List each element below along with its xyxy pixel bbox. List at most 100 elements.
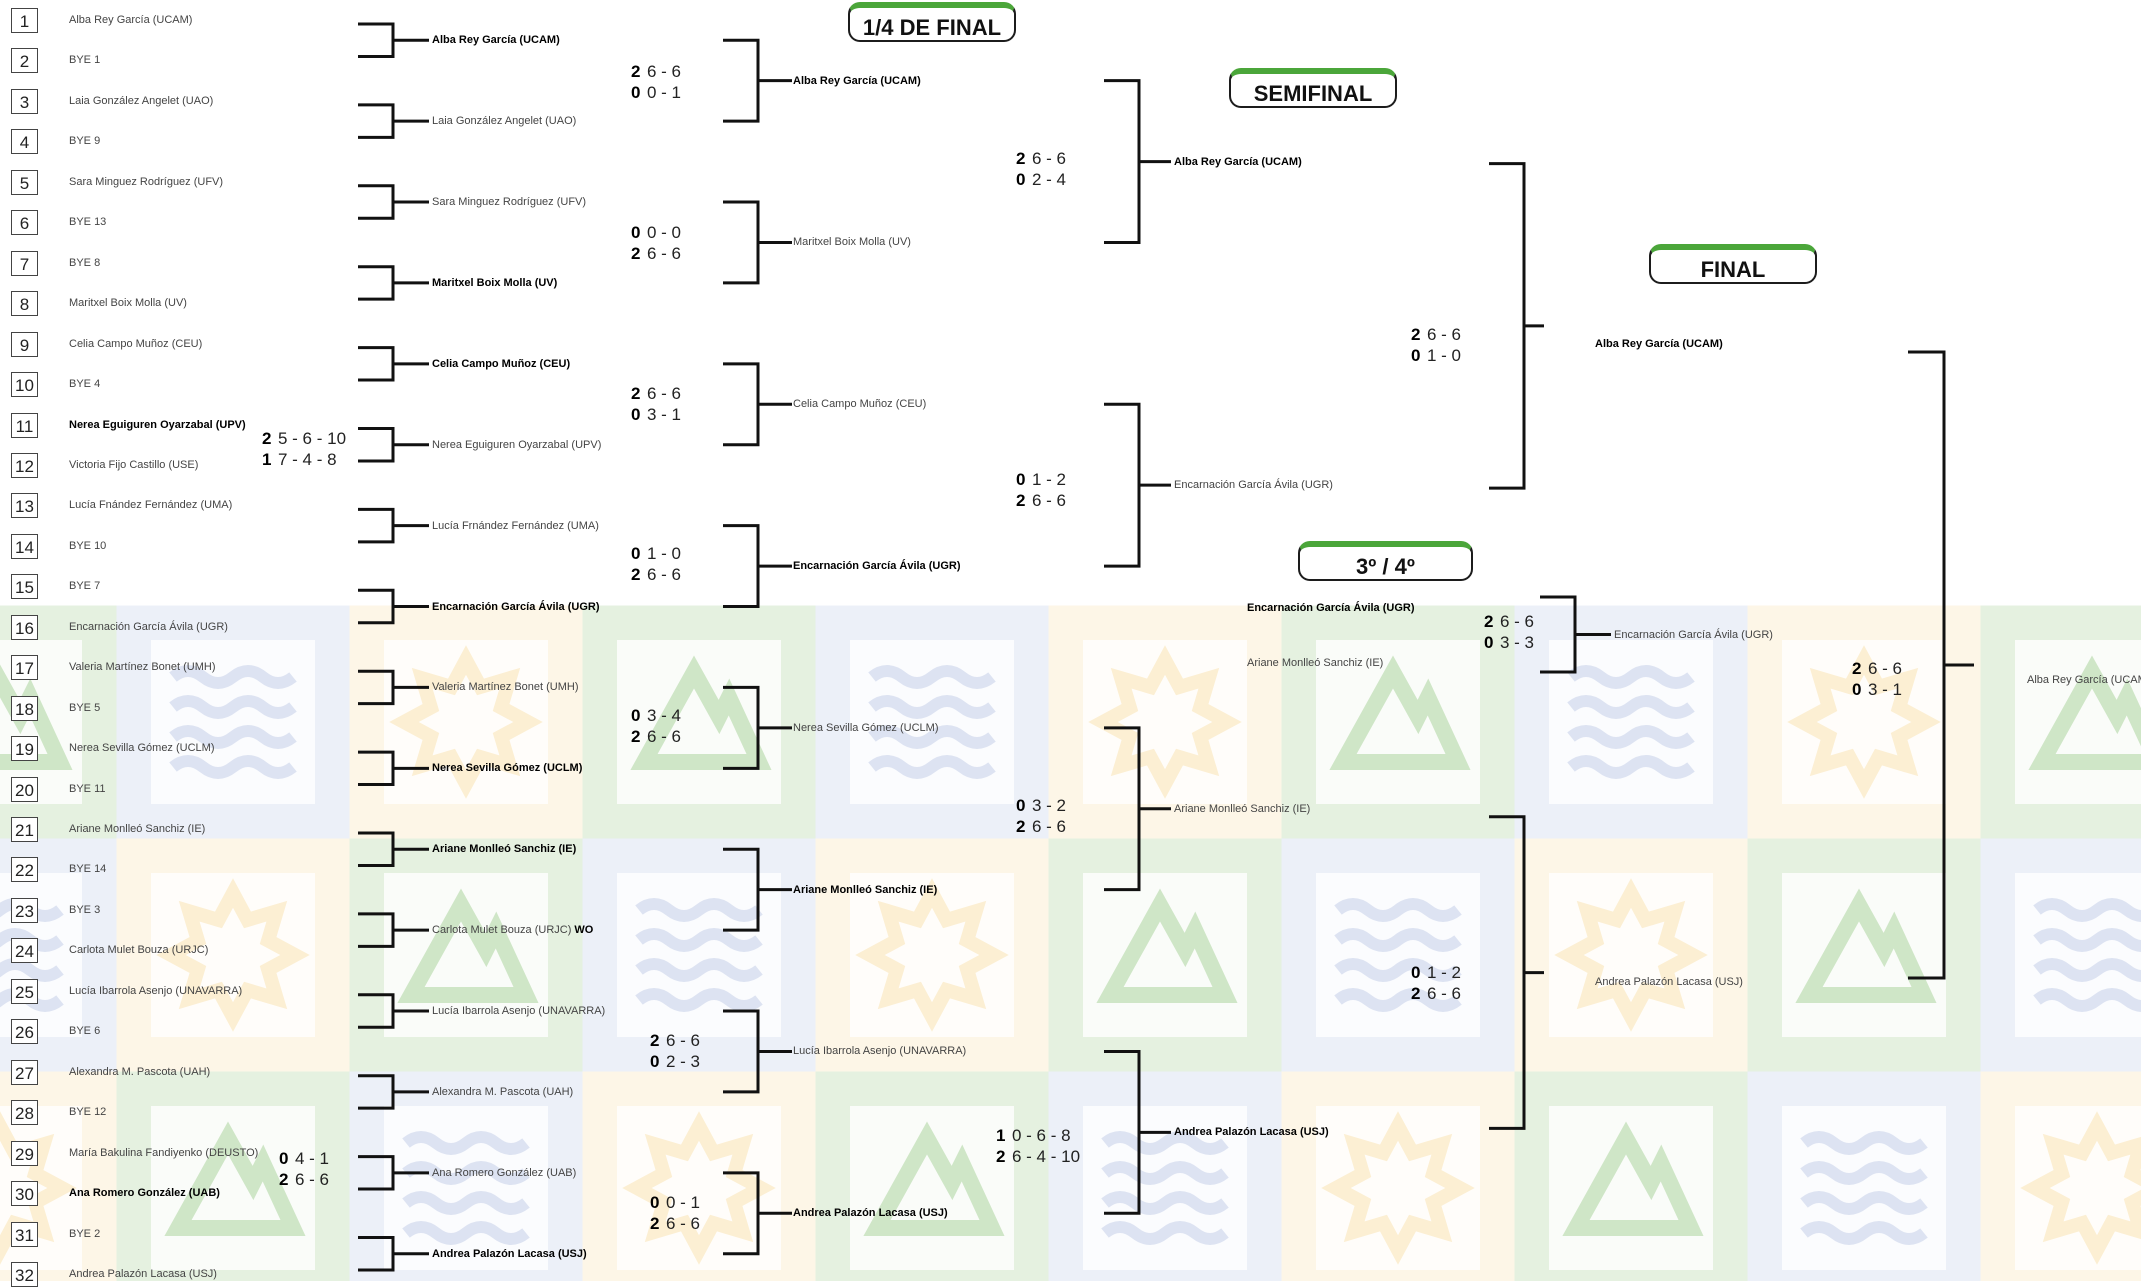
sets-won: 2 [996, 1146, 1012, 1167]
player-name: Andrea Palazón Lacasa (USJ) [1595, 975, 1743, 989]
player-name: Nerea Eguiguren Oyarzabal (UPV) [69, 418, 246, 432]
seed-number: 4 [11, 129, 38, 154]
seed-number: 27 [11, 1060, 38, 1085]
sets-won: 0 [1411, 962, 1427, 983]
player-name: Celia Campo Muñoz (CEU) [793, 397, 926, 411]
seed-number: 14 [11, 534, 38, 559]
games: 6 - 6 [1868, 658, 1902, 679]
games: 3 - 2 [1032, 795, 1066, 816]
sets-won: 2 [631, 61, 647, 82]
player-name: Andrea Palazón Lacasa (USJ) [793, 1206, 948, 1220]
player-name: BYE 11 [69, 782, 106, 796]
player-name: Ana Romero González (UAB) [69, 1186, 220, 1200]
games: 0 - 1 [647, 82, 681, 103]
sets-won: 2 [631, 243, 647, 264]
games: 6 - 6 [647, 243, 681, 264]
games: 4 - 1 [295, 1148, 329, 1169]
player-name: Valeria Martínez Bonet (UMH) [432, 680, 579, 694]
player-name: BYE 12 [69, 1105, 106, 1119]
games: 1 - 0 [647, 543, 681, 564]
sets-won: 2 [631, 383, 647, 404]
seed-number: 25 [11, 979, 38, 1004]
player-name: Ariane Monlleó Sanchiz (IE) [793, 883, 937, 897]
player-name: BYE 10 [69, 539, 106, 553]
games: 6 - 6 [1032, 816, 1066, 837]
player-name: BYE 13 [69, 215, 106, 229]
seed-number: 31 [11, 1222, 38, 1247]
player-name: BYE 8 [69, 256, 100, 270]
seed-number: 20 [11, 777, 38, 802]
player-name: Lucía Ibarrola Asenjo (UNAVARRA) [69, 984, 242, 998]
quarterfinal-header: 1/4 DE FINAL [848, 2, 1016, 42]
games: 3 - 4 [647, 705, 681, 726]
sets-won: 0 [631, 82, 647, 103]
games: 6 - 6 [1032, 148, 1066, 169]
seed-number: 24 [11, 938, 38, 963]
player-name: Sara Minguez Rodríguez (UFV) [69, 175, 223, 189]
sets-won: 2 [1016, 490, 1032, 511]
seed-number: 11 [11, 413, 38, 438]
player-name: BYE 6 [69, 1024, 100, 1038]
seed-number: 9 [11, 332, 38, 357]
sets-won: 0 [650, 1192, 666, 1213]
games: 1 - 2 [1032, 469, 1066, 490]
seed-number: 7 [11, 251, 38, 276]
sets-won: 2 [279, 1169, 295, 1190]
games: 1 - 2 [1427, 962, 1461, 983]
seed-number: 15 [11, 574, 38, 599]
player-name: BYE 1 [69, 53, 100, 67]
games: 3 - 3 [1500, 632, 1534, 653]
player-name: BYE 7 [69, 579, 100, 593]
seed-number: 8 [11, 291, 38, 316]
player-name: Celia Campo Muñoz (CEU) [432, 357, 570, 371]
games: 6 - 6 [647, 726, 681, 747]
player-name: Lucía Ibarrola Asenjo (UNAVARRA) [432, 1004, 605, 1018]
player-name: Lucía Frnández Fernández (UMA) [432, 519, 599, 533]
sets-won: 2 [1484, 611, 1500, 632]
seed-number: 29 [11, 1141, 38, 1166]
seed-number: 1 [11, 8, 38, 33]
seed-number: 13 [11, 493, 38, 518]
seed-number: 19 [11, 736, 38, 761]
player-name: Encarnación García Ávila (UGR) [432, 600, 600, 614]
player-name: Ariane Monlleó Sanchiz (IE) [1174, 802, 1310, 816]
sets-won: 0 [631, 404, 647, 425]
player-name: BYE 5 [69, 701, 100, 715]
player-name: BYE 14 [69, 862, 106, 876]
games: 6 - 6 [647, 383, 681, 404]
player-name: Lucía Fnández Fernández (UMA) [69, 498, 232, 512]
seed-number: 5 [11, 170, 38, 195]
player-name: Alba Rey García (UCAM) [793, 74, 921, 88]
sets-won: 0 [1484, 632, 1500, 653]
player-name: Ariane Monlleó Sanchiz (IE) [432, 842, 576, 856]
games: 6 - 6 [1427, 324, 1461, 345]
walkover-label: WO [574, 924, 593, 936]
player-name: Maritxel Boix Molla (UV) [69, 296, 187, 310]
player-name: Alexandra M. Pascota (UAH) [69, 1065, 210, 1079]
games: 3 - 1 [1868, 679, 1902, 700]
player-name: Andrea Palazón Lacasa (USJ) [1174, 1125, 1329, 1139]
games: 2 - 4 [1032, 169, 1066, 190]
player-name: María Bakulina Fandiyenko (DEUSTO) [69, 1146, 258, 1160]
sets-won: 2 [631, 726, 647, 747]
player-name: Laia González Angelet (UAO) [69, 94, 213, 108]
seed-number: 10 [11, 372, 38, 397]
sets-won: 2 [650, 1030, 666, 1051]
sets-won: 0 [1852, 679, 1868, 700]
sets-won: 1 [996, 1125, 1012, 1146]
seed-number: 18 [11, 696, 38, 721]
games: 6 - 4 - 10 [1012, 1146, 1080, 1167]
player-name: Nerea Sevilla Gómez (UCLM) [432, 761, 582, 775]
sets-won: 2 [262, 428, 278, 449]
seed-number: 16 [11, 615, 38, 640]
